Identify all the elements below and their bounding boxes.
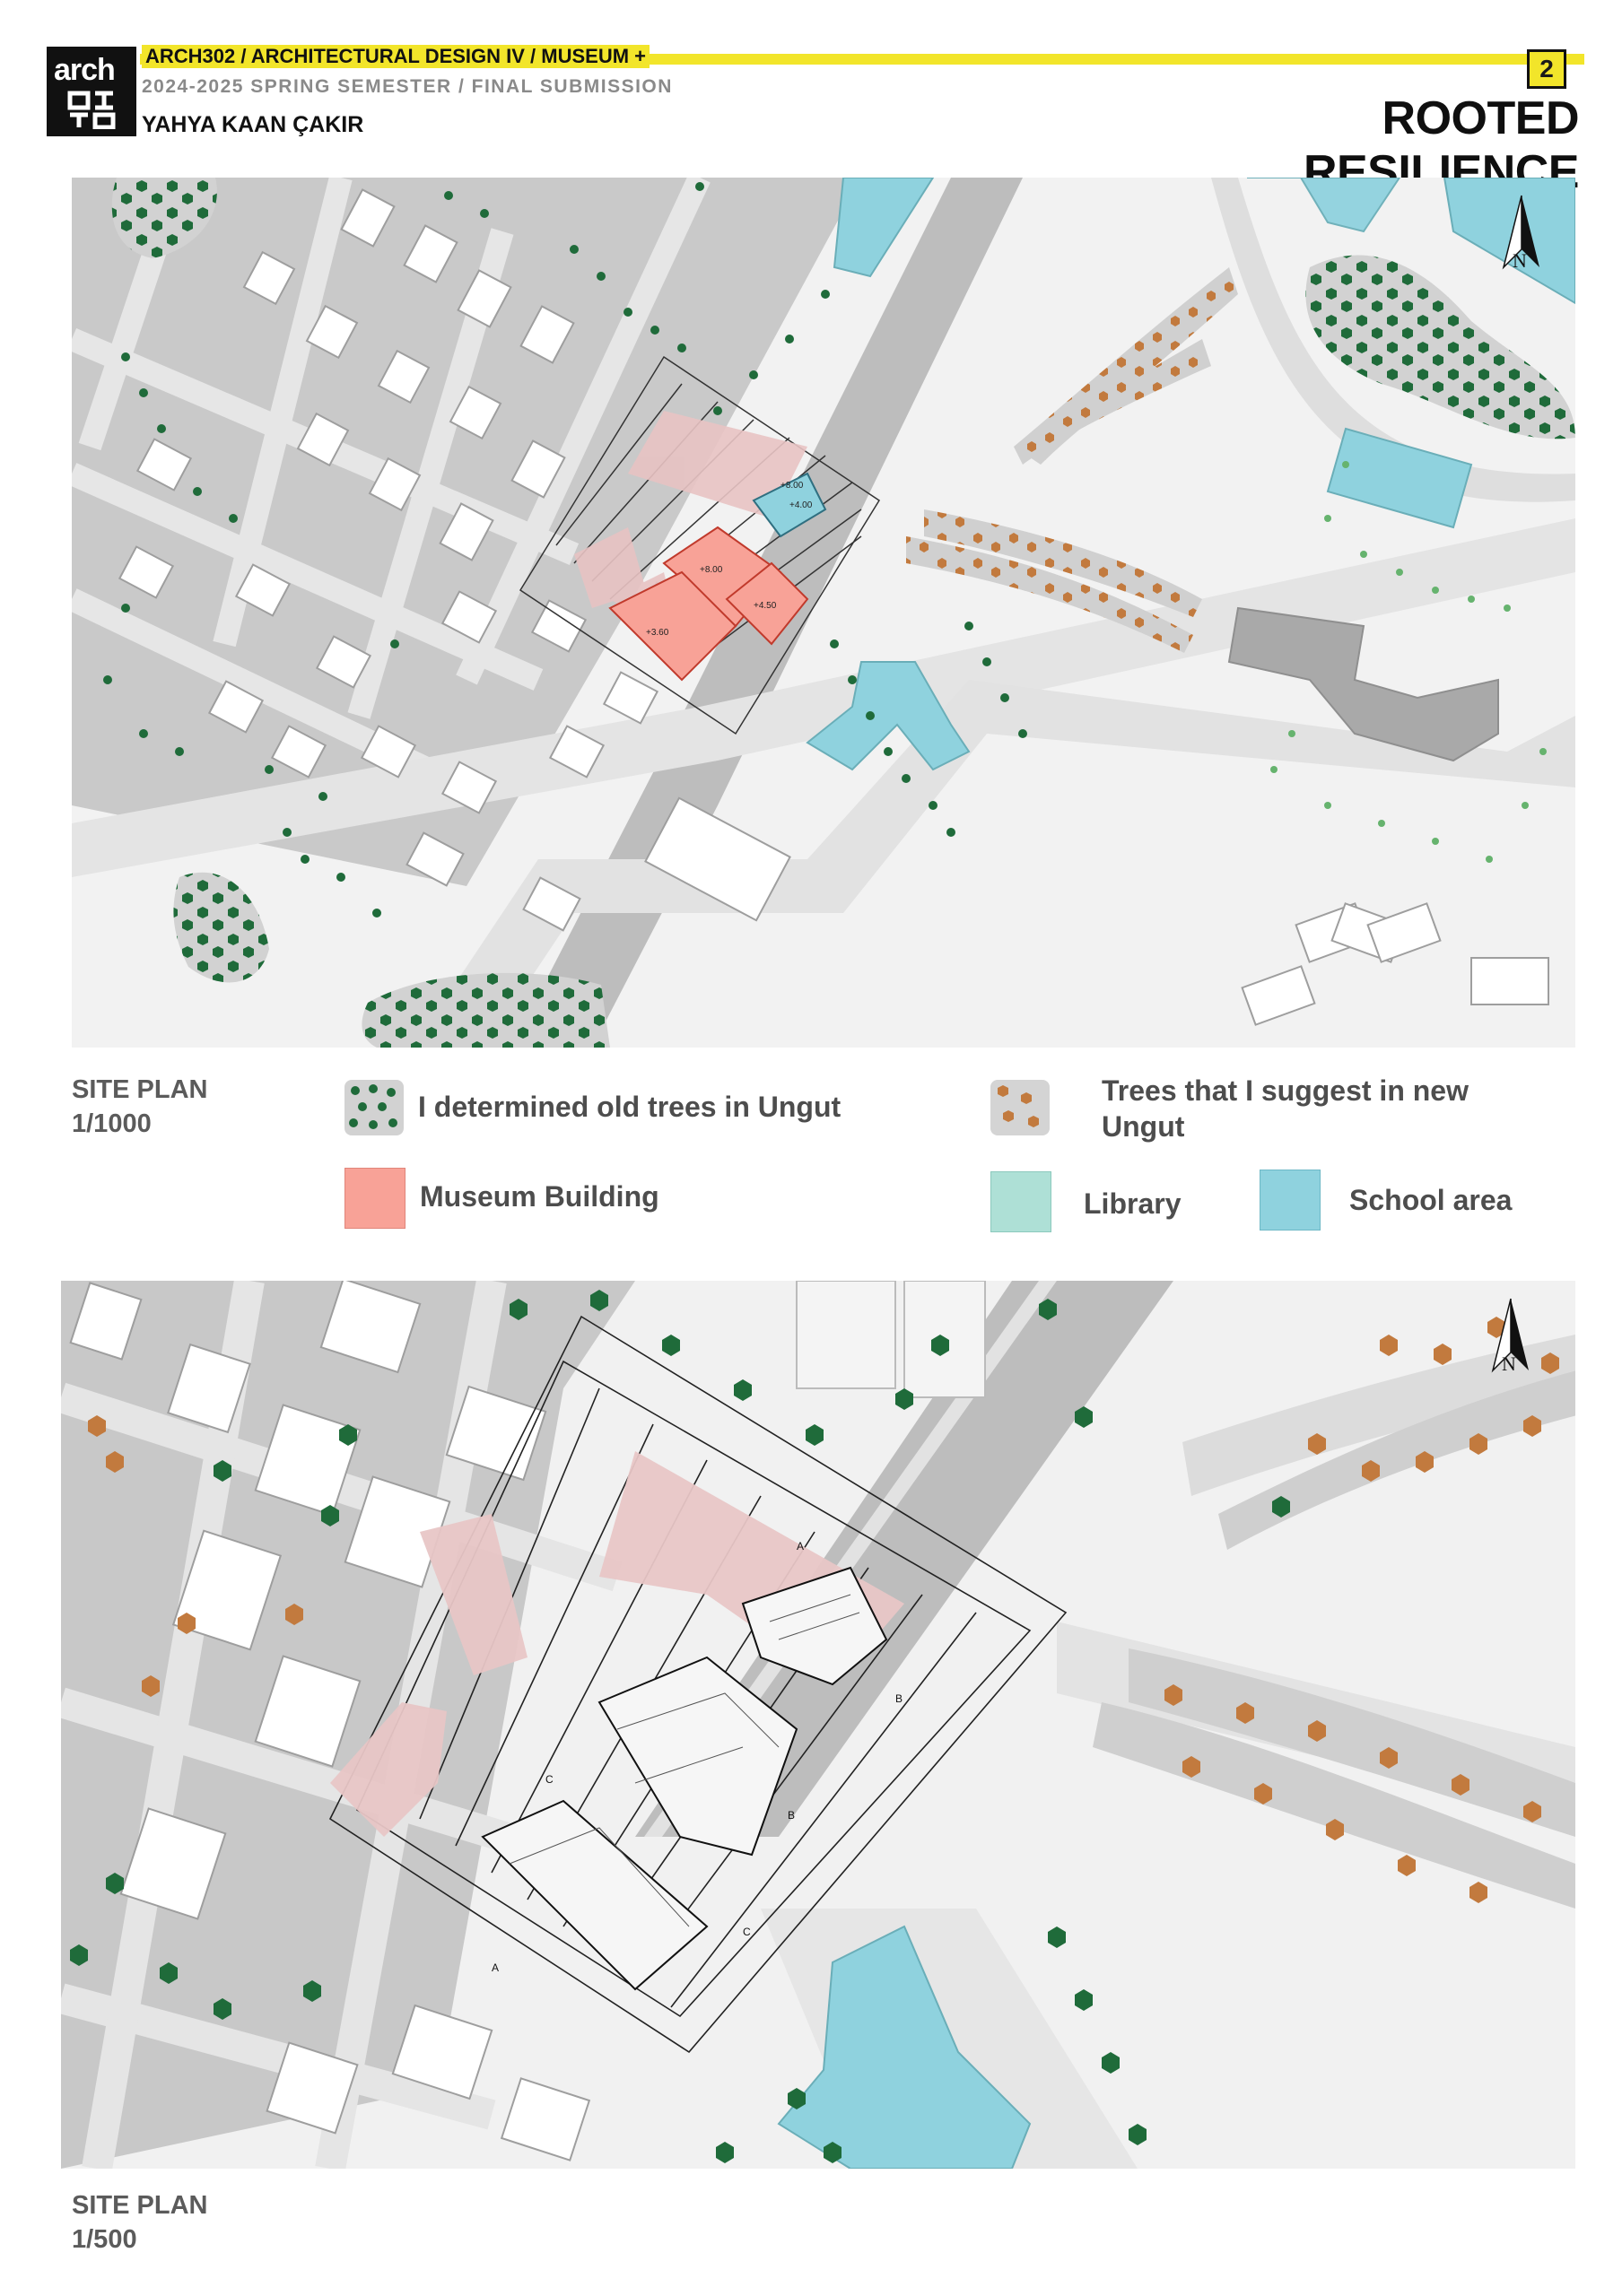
logo-glyph-icon xyxy=(67,91,116,129)
section-mark: B xyxy=(895,1692,903,1705)
old-trees-swatch-icon xyxy=(344,1080,404,1135)
school-swatch xyxy=(1260,1170,1321,1231)
section-mark: A xyxy=(797,1540,804,1552)
section-mark: C xyxy=(545,1773,554,1786)
north-arrow-icon: N xyxy=(1491,1298,1529,1375)
section-mark: B xyxy=(788,1809,795,1822)
logo-text: arch xyxy=(54,53,116,87)
legend-new-trees: Trees that I suggest in new Ungut xyxy=(1102,1074,1469,1143)
section-mark: A xyxy=(492,1961,499,1974)
author-name: YAHYA KAAN ÇAKIR xyxy=(142,112,364,137)
elevation-label: +4.00 xyxy=(789,500,813,510)
legend-school: School area xyxy=(1349,1184,1513,1216)
studio-logo: arch xyxy=(47,47,136,136)
elevation-label: +8.00 xyxy=(780,481,804,491)
library-swatch xyxy=(990,1171,1051,1232)
site-plan-500-caption: SITE PLAN 1/500 xyxy=(72,2191,208,2254)
site-plan-1000-caption: SITE PLAN 1/1000 xyxy=(72,1075,208,1138)
new-trees-swatch-icon xyxy=(990,1080,1050,1135)
legend-old-trees: I determined old trees in Ungut xyxy=(418,1091,842,1123)
site-plan-1000-map: +8.00 +4.00 +8.00 +4.50 +3.60 xyxy=(72,178,1575,1048)
semester-info: 2024-2025 SPRING SEMESTER / FINAL SUBMIS… xyxy=(142,76,673,97)
north-label: N xyxy=(1502,1352,1516,1375)
page-number-badge: 2 xyxy=(1527,49,1566,89)
site-plan-500-map: A A B B C C xyxy=(61,1281,1575,2169)
north-label: N xyxy=(1513,249,1527,272)
section-mark: C xyxy=(743,1926,751,1938)
elevation-label: +8.00 xyxy=(700,565,723,575)
course-title: ARCH302 / ARCHITECTURAL DESIGN IV / MUSE… xyxy=(142,45,650,68)
north-arrow-icon: N xyxy=(1502,195,1539,272)
elevation-label: +4.50 xyxy=(754,601,777,611)
museum-swatch xyxy=(344,1168,406,1229)
legend-museum: Museum Building xyxy=(420,1180,659,1213)
elevation-label: +3.60 xyxy=(646,628,669,638)
legend-library: Library xyxy=(1084,1187,1182,1220)
